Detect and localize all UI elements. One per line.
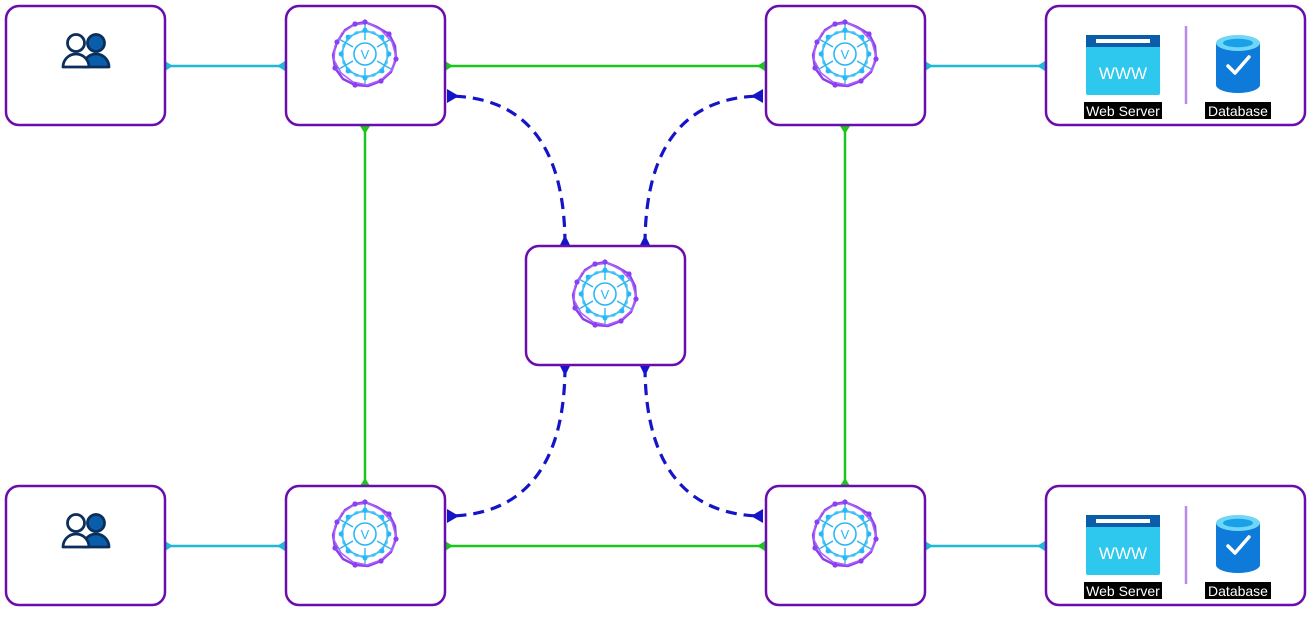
router-node-bottom-right[interactable]: V: [764, 484, 927, 607]
marker-cyan: [925, 61, 933, 71]
marker-green: [445, 61, 453, 71]
marker-cyan: [277, 61, 285, 71]
marker-green: [757, 541, 765, 551]
virtual-network-router-icon: V: [331, 498, 400, 569]
marker-blue: [560, 366, 570, 376]
router-node-bottom-left[interactable]: V: [284, 484, 447, 607]
marker-blue: [751, 509, 763, 523]
marker-blue: [640, 366, 650, 376]
virtual-network-router-icon: V: [811, 18, 880, 89]
marker-cyan: [277, 541, 285, 551]
virtual-network-router-icon: V: [331, 18, 400, 89]
marker-cyan: [165, 541, 173, 551]
web-server-icon: WWW: [1086, 35, 1160, 95]
router-node-top-right[interactable]: V: [764, 4, 927, 127]
marker-blue: [447, 509, 459, 523]
site-node-bottom[interactable]: WWW Web Server Database: [1044, 484, 1307, 607]
router-glyph: V: [361, 47, 370, 62]
database-caption-bg: [1205, 582, 1271, 599]
marker-blue: [640, 235, 650, 245]
marker-green: [445, 541, 453, 551]
link-hub-to-router-top-right: [643, 94, 764, 246]
router-glyph: V: [361, 527, 370, 542]
marker-green: [360, 126, 370, 134]
virtual-network-router-icon: V: [571, 258, 640, 329]
marker-green: [840, 478, 850, 486]
marker-green: [360, 478, 370, 486]
database-label: Database: [1208, 103, 1268, 119]
router-glyph: V: [841, 47, 850, 62]
web-server-caption-bg: [1084, 582, 1162, 599]
web-server-icon: WWW: [1086, 515, 1160, 575]
web-server-badge: WWW: [1099, 544, 1147, 563]
marker-green: [757, 61, 765, 71]
marker-cyan: [925, 541, 933, 551]
database-icon: [1214, 513, 1262, 575]
connector-markers: [165, 61, 1045, 551]
router-node-hub[interactable]: V: [524, 244, 687, 367]
users-node-bottom[interactable]: [4, 484, 167, 607]
marker-green: [840, 126, 850, 134]
connectors: [165, 64, 1045, 548]
web-server-badge: WWW: [1099, 64, 1147, 83]
virtual-network-router-icon: V: [811, 498, 880, 569]
marker-cyan: [1037, 541, 1045, 551]
marker-blue: [751, 89, 763, 103]
database-icon: [1214, 33, 1262, 95]
link-hub-to-router-top-left: [446, 94, 567, 246]
marker-cyan: [1037, 61, 1045, 71]
router-node-top-left[interactable]: V: [284, 4, 447, 127]
web-server-label: Web Server: [1086, 103, 1160, 119]
web-server-caption-bg: [1084, 102, 1162, 119]
site-node-top[interactable]: WWW Web Server Database: [1044, 4, 1307, 127]
router-glyph: V: [601, 287, 610, 302]
router-glyph: V: [841, 527, 850, 542]
link-hub-to-router-bottom-right: [643, 365, 764, 518]
marker-blue: [560, 235, 570, 245]
link-hub-to-router-bottom-left: [446, 365, 567, 518]
database-caption-bg: [1205, 102, 1271, 119]
users-node-top[interactable]: [4, 4, 167, 127]
marker-cyan: [165, 61, 173, 71]
web-server-label: Web Server: [1086, 583, 1160, 599]
database-label: Database: [1208, 583, 1268, 599]
marker-blue: [447, 89, 459, 103]
